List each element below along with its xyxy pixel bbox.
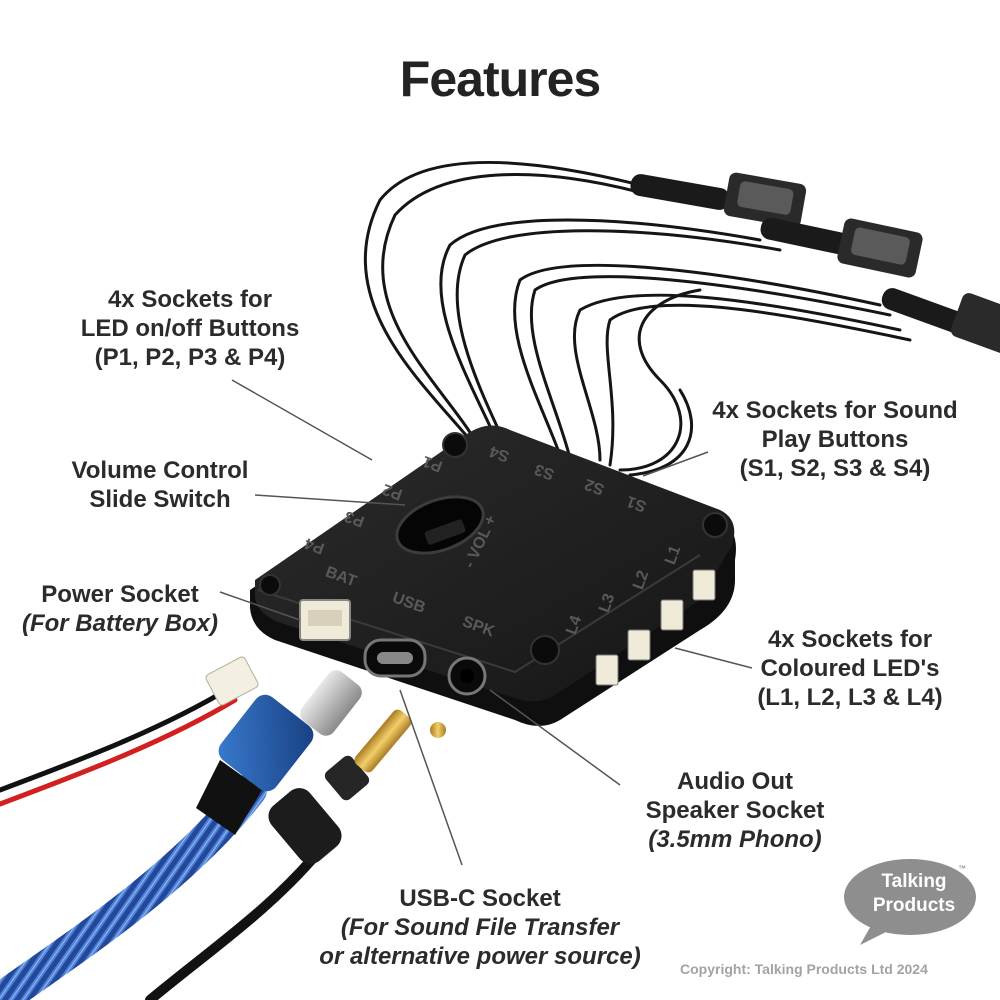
label-coloured-leds-line3: (L1, L2, L3 & L4) xyxy=(757,684,943,711)
trademark-symbol: ™ xyxy=(958,864,966,873)
led-button-2 xyxy=(760,217,923,278)
label-sound-buttons-line1: 4x Sockets for Sound xyxy=(712,397,958,424)
label-sound-buttons: 4x Sockets for Sound Play Buttons (S1, S… xyxy=(690,396,980,483)
logo-text: Talking Products xyxy=(848,870,980,918)
logo-line2: Products xyxy=(872,895,956,916)
label-coloured-leds: 4x Sockets for Coloured LED's (L1, L2, L… xyxy=(735,625,965,712)
marking-l1: L1 xyxy=(662,543,684,566)
label-usb-c-line1: USB-C Socket xyxy=(399,885,561,912)
label-led-buttons: 4x Sockets for LED on/off Buttons (P1, P… xyxy=(40,285,340,372)
marking-l2: L2 xyxy=(630,568,652,591)
marking-p2: P2 xyxy=(380,480,404,503)
label-power: Power Socket (For Battery Box) xyxy=(10,580,230,638)
label-sound-buttons-line3: (S1, S2, S3 & S4) xyxy=(739,455,931,482)
leader-lines xyxy=(219,379,753,866)
marking-l4: L4 xyxy=(563,613,585,636)
label-volume-line2: Slide Switch xyxy=(89,486,231,513)
audio-cable xyxy=(145,709,446,1000)
label-audio-out-line2: Speaker Socket xyxy=(645,797,825,824)
marking-s1: S1 xyxy=(624,492,648,515)
logo-line1: Talking xyxy=(881,871,947,892)
label-audio-out: Audio Out Speaker Socket (3.5mm Phono) xyxy=(620,767,850,854)
label-audio-out-line1: Audio Out xyxy=(677,768,793,795)
label-usb-c: USB-C Socket (For Sound File Transfer or… xyxy=(300,884,660,971)
marking-s3: S3 xyxy=(532,460,556,483)
talking-products-logo xyxy=(844,859,976,945)
marking-l3: L3 xyxy=(596,591,618,614)
copyright-notice: Copyright: Talking Products Ltd 2024 xyxy=(680,961,928,977)
label-volume-line1: Volume Control xyxy=(71,457,249,484)
label-coloured-leds-line1: 4x Sockets for xyxy=(767,626,933,653)
marking-p3: P3 xyxy=(342,507,366,530)
marking-p1: P1 xyxy=(420,452,444,475)
label-usb-c-line2: (For Sound File Transfer xyxy=(340,914,620,941)
label-coloured-leds-line2: Coloured LED's xyxy=(760,655,940,682)
label-power-line1: Power Socket xyxy=(41,581,199,608)
label-led-buttons-line1: 4x Sockets for xyxy=(107,286,273,313)
marking-p4: P4 xyxy=(302,534,326,557)
label-power-line2: (For Battery Box) xyxy=(21,610,219,637)
led-button-3 xyxy=(881,288,1000,353)
marking-s2: S2 xyxy=(582,475,606,498)
label-sound-buttons-line2: Play Buttons xyxy=(761,426,909,453)
usb-c-cable xyxy=(0,670,362,1000)
led-button-1 xyxy=(630,172,807,228)
page-title: Features xyxy=(399,51,601,107)
label-led-buttons-line2: LED on/off Buttons xyxy=(80,315,300,342)
controller-box xyxy=(250,425,736,726)
battery-lead xyxy=(0,656,259,807)
label-usb-c-line3: or alternative power source) xyxy=(319,943,641,970)
label-volume: Volume Control Slide Switch xyxy=(40,456,280,514)
label-led-buttons-line3: (P1, P2, P3 & P4) xyxy=(94,344,286,371)
button-cables xyxy=(363,160,912,477)
marking-s4: S4 xyxy=(487,442,511,465)
label-audio-out-line3: (3.5mm Phono) xyxy=(648,826,822,853)
